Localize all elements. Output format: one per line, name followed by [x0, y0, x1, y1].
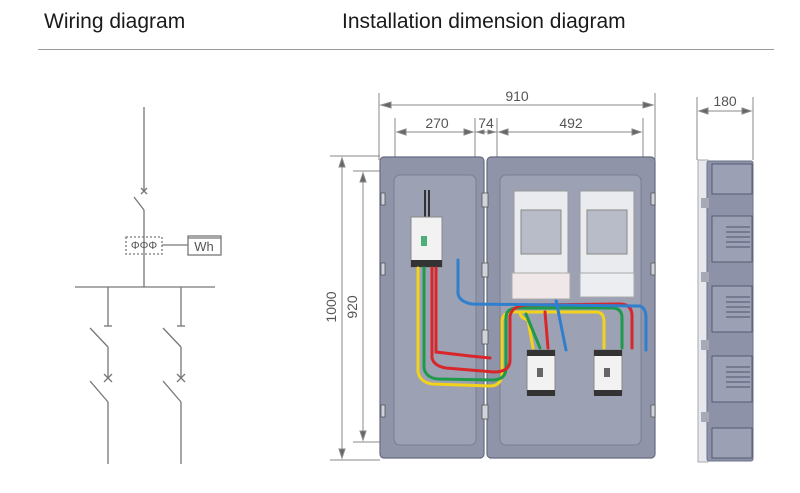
- breaker-cross-icon: [140, 187, 148, 195]
- branch-breaker-2: [593, 349, 623, 396]
- installation-diagram-title: Installation dimension diagram: [342, 10, 626, 33]
- wiring-diagram-title: Wiring diagram: [44, 10, 186, 33]
- dim-left-section: 270: [425, 115, 449, 131]
- dim-middle-gap: 74: [478, 115, 494, 131]
- dim-right-section: 492: [559, 115, 583, 131]
- cabinet-side-view: [697, 159, 754, 463]
- meter-label: Wh: [194, 239, 214, 254]
- meter-box-2: [579, 190, 635, 298]
- branch-circuit-2: [162, 287, 186, 464]
- dim-inner-height: 920: [344, 295, 360, 319]
- wire-bundle: [416, 258, 648, 388]
- dim-total-width: 910: [505, 88, 529, 104]
- branch-breaker-1: [526, 349, 556, 396]
- cabinet-hinges: [380, 192, 656, 420]
- cabinet-front-view: [379, 156, 656, 459]
- ct-symbols: ΦΦΦ: [131, 240, 158, 252]
- main-circuit-breaker: [410, 190, 443, 268]
- wiring-schematic: [75, 107, 222, 464]
- header-divider: [38, 49, 774, 50]
- branch-circuit-1: [89, 287, 113, 464]
- main-switch-blade: [133, 196, 145, 211]
- energy-meter-box: [187, 235, 222, 256]
- dim-depth: 180: [713, 93, 737, 109]
- dimension-lines: [330, 93, 754, 461]
- dim-total-height: 1000: [323, 291, 339, 322]
- meter-box-1: [511, 190, 571, 300]
